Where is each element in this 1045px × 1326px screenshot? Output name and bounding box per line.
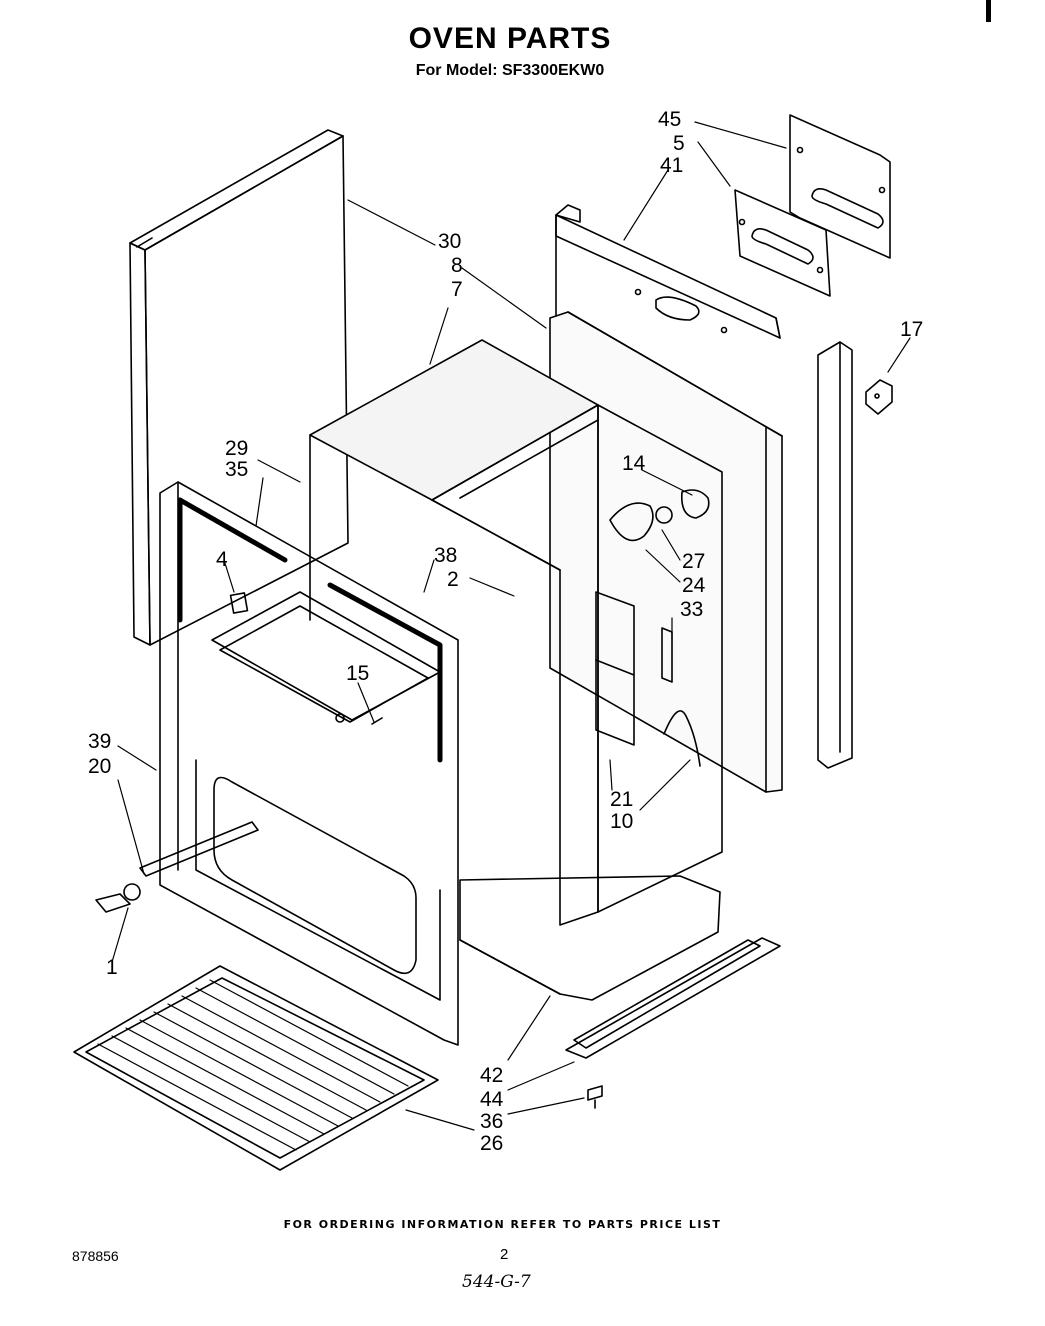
bottom-tray-drawing: [459, 875, 781, 1109]
handwritten-note: 544-G-7: [462, 1272, 531, 1292]
callout-10: 10: [610, 810, 633, 833]
callout-29: 29: [225, 437, 248, 460]
callout-17: 17: [900, 318, 923, 341]
hinge-arm-drawing: [95, 821, 259, 913]
page-number: 2: [500, 1246, 509, 1263]
model-subtitle: For Model: SF3300EKW0: [415, 62, 605, 79]
callout-36: 36: [480, 1110, 503, 1133]
callout-1: 1: [106, 956, 118, 979]
rear-panel-drawing: [555, 204, 781, 339]
callout-41: 41: [660, 154, 683, 177]
corner-registration-mark: [986, 0, 991, 22]
oven-liner-drawing: [309, 339, 723, 926]
callout-labels: 45 5 41 30 8 7 17 29 35 14 38 2 4 27 24 …: [88, 108, 923, 1155]
callout-42: 42: [480, 1064, 503, 1087]
right-side-strip-drawing: [817, 341, 893, 769]
callout-5: 5: [673, 132, 685, 155]
callout-45: 45: [658, 108, 681, 131]
callout-39: 39: [88, 730, 111, 753]
vent-brackets-drawing: [734, 114, 891, 297]
callout-21: 21: [610, 788, 633, 811]
callout-38: 38: [434, 544, 457, 567]
callout-7: 7: [451, 278, 463, 301]
callout-44: 44: [480, 1088, 504, 1111]
callout-30: 30: [438, 230, 461, 253]
leader-lines: [111, 121, 911, 1131]
callout-4: 4: [216, 548, 228, 571]
callout-20: 20: [88, 755, 111, 778]
ordering-information-note: FOR ORDERING INFORMATION REFER TO PARTS …: [283, 1218, 722, 1231]
outer-wrapper-drawing: [549, 311, 783, 793]
left-side-panel-drawing: [129, 129, 349, 646]
page-title: OVEN PARTS: [408, 22, 612, 55]
callout-8: 8: [451, 254, 463, 277]
callout-24: 24: [682, 574, 706, 597]
callout-14: 14: [622, 452, 646, 475]
callout-2: 2: [447, 568, 459, 591]
callout-26: 26: [480, 1132, 503, 1155]
callout-27: 27: [682, 550, 705, 573]
callout-15: 15: [346, 662, 369, 685]
front-frame-drawing: [159, 481, 459, 1046]
callout-33: 33: [680, 598, 703, 621]
document-number: 878856: [72, 1248, 119, 1264]
callout-35: 35: [225, 458, 248, 481]
oven-rack-drawing: [73, 965, 439, 1171]
